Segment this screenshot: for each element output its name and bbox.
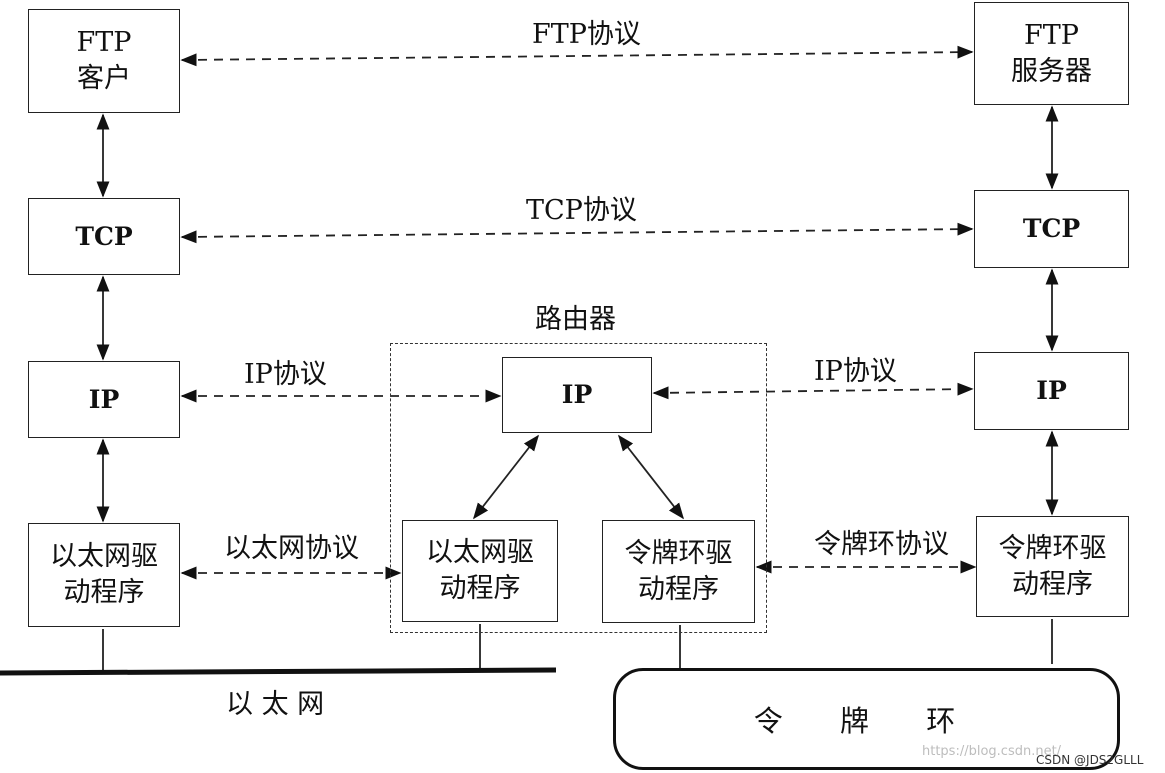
router-ip-token-arrow [618,434,684,520]
left-ethernet-driver-label: 以太网驱 动程序 [50,541,158,608]
tcp-protocol-label: TCP协议 [526,195,637,226]
ip-protocol-right-label: IP协议 [814,356,897,387]
ftp-client-box: FTP 客户 [28,9,180,113]
router-ip-label: IP [561,380,593,409]
router-ip-eth-arrow [473,434,539,520]
left-tcp-label: TCP [75,221,133,251]
ethernet-protocol-label: 以太网协议 [224,533,359,564]
token-ring-protocol-label: 令牌环协议 [814,529,949,560]
ftp-protocol-label: FTP协议 [532,19,641,50]
router-ethernet-driver-label: 以太网驱 动程序 [426,537,534,604]
router-ip-box: IP [502,357,652,433]
left-ip-label: IP [88,384,120,414]
right-ip-box: IP [974,352,1129,430]
right-token-ring-driver-box: 令牌环驱 动程序 [976,516,1129,617]
watermark-author: CSDN @JDS2GLLL [1036,753,1144,767]
router-token-ring-driver-box: 令牌环驱 动程序 [602,520,755,623]
right-ip-label: IP [1036,376,1067,405]
ip-protocol-right-arrow [652,382,974,400]
token-ring-network-label: 令 牌 环 [753,704,980,738]
right-token-ring-driver-label: 令牌环驱 动程序 [998,532,1107,600]
router-title: 路由器 [535,304,616,335]
token-ring-network: 令 牌 环 [613,668,1120,770]
ip-protocol-left-label: IP协议 [244,359,327,390]
router-token-ring-driver-label: 令牌环驱 动程序 [624,537,733,605]
ethernet-cable [0,667,557,676]
router-frame [390,343,767,633]
watermark-url: https://blog.csdn.net/ [922,744,1062,759]
left-tcp-box: TCP [28,198,180,275]
router-ethernet-driver-box: 以太网驱 动程序 [402,520,558,622]
left-ethernet-driver-box: 以太网驱 动程序 [28,523,180,627]
ethernet-network-label: 以 太 网 [226,689,325,720]
ftp-client-label: FTP 客户 [76,27,132,94]
left-ip-box: IP [28,361,180,438]
ftp-server-box: FTP 服务器 [974,2,1129,105]
ftp-server-label: FTP 服务器 [1011,19,1092,87]
tcp-protocol-arrow [180,222,974,244]
right-tcp-box: TCP [974,190,1129,268]
ftp-protocol-arrow [180,45,974,67]
right-tcp-label: TCP [1022,214,1081,243]
